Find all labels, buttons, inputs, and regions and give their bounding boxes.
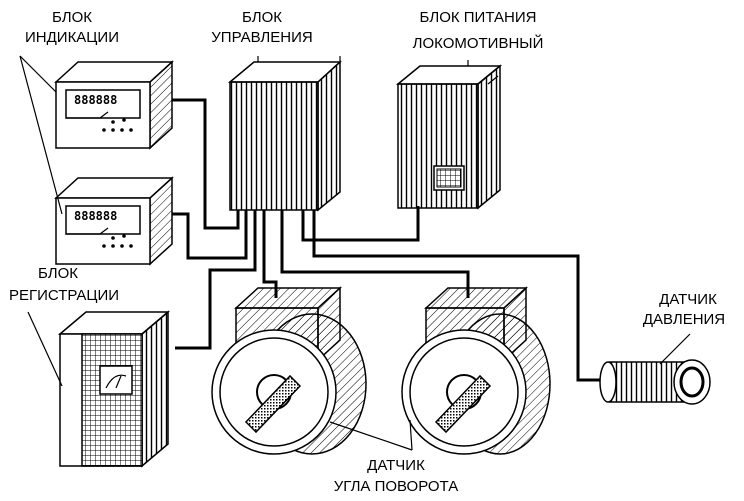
registration-unit [57, 310, 171, 468]
angle-label-line2: УГЛА ПОВОРОТА [334, 478, 458, 495]
pressure-label-line1: ДАТЧИК [659, 291, 717, 308]
indication-label-line2: ИНДИКАЦИИ [25, 29, 119, 46]
pressure-sensor [599, 359, 711, 405]
cables [172, 98, 606, 382]
pressure-label-line2: ДАВЛЕНИЯ [643, 311, 725, 328]
angle-sensor-2 [401, 286, 551, 455]
indication-unit-top: 888888 [54, 60, 174, 150]
indicator-display-bottom: 888888 [74, 209, 117, 223]
power-supply-unit [395, 60, 503, 210]
power-label-line1: БЛОК ПИТАНИЯ [420, 9, 537, 26]
power-label-line2: ЛОКОМОТИВНЫЙ [413, 34, 544, 52]
leader-lines [19, 55, 691, 451]
indicator-display-top: 888888 [74, 93, 117, 107]
angle-label-line1: ДАТЧИК [367, 457, 425, 474]
indication-label-line1: БЛОК [52, 9, 92, 26]
control-label-line2: УПРАВЛЕНИЯ [211, 29, 312, 46]
registration-label-line1: БЛОК [38, 265, 78, 282]
control-label-line1: БЛОК [242, 9, 282, 26]
registration-label-line2: РЕГИСТРАЦИИ [9, 287, 119, 304]
indication-unit-bottom: 888888 [54, 176, 174, 266]
control-unit [227, 56, 342, 212]
angle-sensor-1 [211, 286, 367, 455]
